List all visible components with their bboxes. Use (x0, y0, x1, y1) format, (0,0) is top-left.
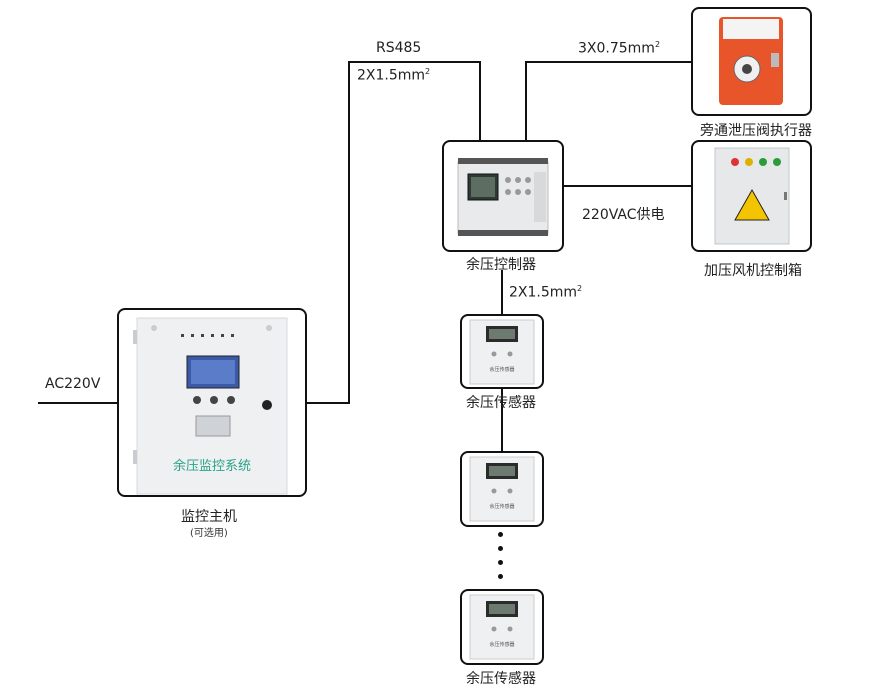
controller-image (457, 158, 549, 236)
sensor-image-3 (469, 594, 535, 660)
sensor-cable-label: 2X1.5mm2 (509, 284, 583, 301)
rs485-cable-label: 2X1.5mm2 (357, 67, 431, 84)
sensor-caption-3: 余压传感器 (466, 671, 536, 687)
actuator-frame (691, 7, 812, 116)
fan-box-caption: 加压风机控制箱 (704, 263, 802, 279)
power-supply-label: 220VAC供电 (582, 207, 665, 223)
actuator-cable-label: 3X0.75mm2 (578, 40, 661, 57)
sensor-frame-3: 余压传感器 (460, 589, 544, 665)
ac220v-label: AC220V (45, 376, 101, 392)
monitoring-host-note: (可选用) (190, 528, 228, 539)
fan-box-frame (691, 140, 812, 252)
sensor-caption-1: 余压传感器 (466, 395, 536, 411)
sensor-frame-1: 余压传感器 (460, 314, 544, 389)
fan-box-image (714, 147, 790, 245)
sensor-image-2 (469, 456, 535, 522)
sensor-face-text-2: 余压传感器 (489, 504, 515, 510)
controller-frame (442, 140, 564, 252)
controller-caption: 余压控制器 (466, 257, 536, 273)
monitoring-host-caption: 监控主机 (181, 509, 237, 525)
sensor-image-1 (469, 319, 535, 385)
sensor-face-text-1: 余压传感器 (489, 367, 515, 373)
monitoring-host-frame: 余压监控系统 (117, 308, 307, 497)
rs485-bus-line (306, 61, 481, 404)
actuator-caption: 旁通泄压阀执行器 (700, 123, 812, 139)
sensor-frame-2: 余压传感器 (460, 451, 544, 527)
actuator-image (719, 17, 783, 105)
actuator-cable-line (525, 61, 691, 142)
rs485-label: RS485 (376, 40, 422, 56)
continuation-dots (498, 532, 504, 588)
monitoring-host-image (133, 317, 288, 495)
sensor-face-text-3: 余压传感器 (489, 642, 515, 648)
host-panel-text: 余压监控系统 (172, 459, 251, 474)
